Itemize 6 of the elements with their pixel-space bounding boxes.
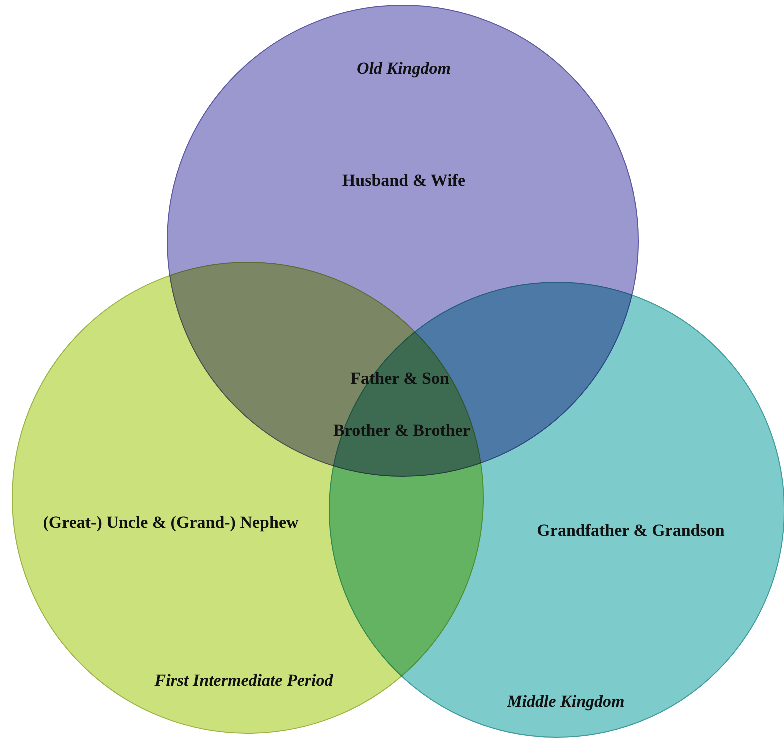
circle-heading: Old Kingdom <box>356 58 452 80</box>
circle-heading: First Intermediate Period <box>154 670 334 692</box>
circle-heading: Middle Kingdom <box>506 691 626 713</box>
relationship-text: Husband & Wife <box>341 170 467 192</box>
relationship-text: (Great-) Uncle & (Grand-) Nephew <box>42 512 300 534</box>
relationship-text: Grandfather & Grandson <box>536 520 726 542</box>
